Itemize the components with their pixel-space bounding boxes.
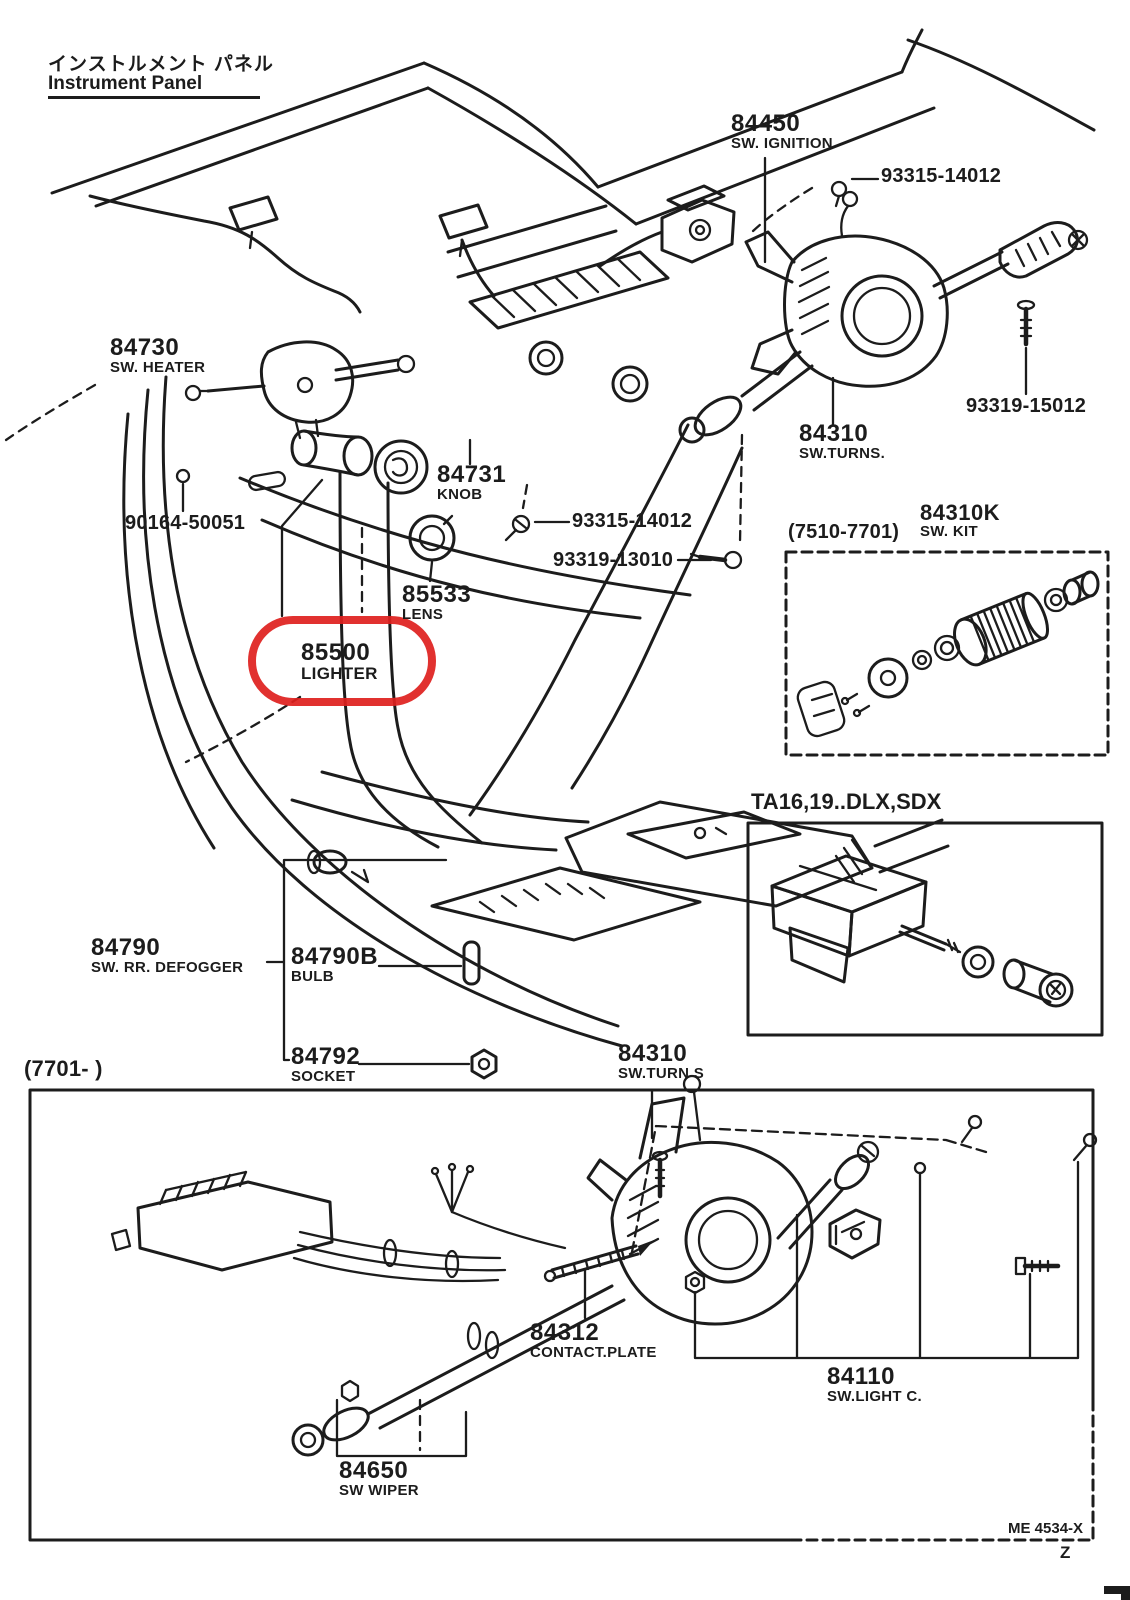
lighter-knob-lens-drawing [175,429,456,562]
label-switch-kit: 84310K SW. KIT [920,500,1001,541]
label-defogger-bulb: 84790B BULB [291,943,379,986]
part-desc-sw-kit: SW. KIT [920,523,978,541]
part-desc-socket: SOCKET [291,1068,356,1086]
part-desc-contact-plate: CONTACT.PLATE [530,1344,657,1362]
label-defogger-switch: 84790 SW. RR. DEFOGGER [91,934,244,977]
part-number-84310k: 84310K [920,500,1001,525]
part-number-84450: 84450 [731,110,801,137]
page-title-english: Instrument Panel [48,74,260,99]
late-model-box [28,1074,1098,1542]
label-ta-variant: TA16,19..DLX,SDX [751,789,942,814]
label-screw-93319-13010: 93319-13010 [553,549,674,571]
part-desc-knob: KNOB [437,486,483,504]
part-desc-sw-light-c: SW.LIGHT C. [827,1388,922,1406]
instrument-panel-outline [4,28,1096,1048]
label-screw-93315-mid: 93315-14012 [572,510,693,532]
label-wiper-switch: 84650 SW WIPER [339,1457,419,1500]
part-desc-bulb: BULB [291,968,334,986]
part-number-84310-late: 84310 [618,1040,688,1067]
part-number-84790b: 84790B [291,943,379,970]
label-lens: 85533 LENS [402,581,472,624]
label-screw-93319-15012: 93319-15012 [966,395,1087,417]
ignition-switch-drawing [598,184,736,268]
switch-kit-box [784,550,1110,757]
ta-variant-box [746,821,1104,1037]
page-title: インストルメント パネル Instrument Panel [48,55,274,99]
label-turn-switch-late: 84310 SW.TURN S [618,1040,705,1083]
part-desc-sw-heater: SW. HEATER [110,359,206,377]
label-bulb-90164: 90164-50051 [125,512,246,534]
drawing-code: ME 4534-X [1008,1520,1084,1537]
screw-drawings [504,180,1036,570]
part-desc-sw-turns: SW.TURNS. [799,445,886,463]
part-number-84310: 84310 [799,420,869,447]
zone-letter: Z [1060,1543,1071,1562]
part-desc-sw-turn-s: SW.TURN S [618,1065,705,1083]
part-number-84312: 84312 [530,1319,600,1346]
page-corner-mark [1104,1586,1130,1600]
label-turn-switch-main: 84310 SW.TURNS. [799,420,886,463]
part-desc-sw-wiper: SW WIPER [339,1482,419,1500]
label-light-control-switch: 84110 SW.LIGHT C. [827,1363,922,1406]
leader-lines [181,156,1080,1458]
page-title-japanese: インストルメント パネル [48,54,274,75]
part-number-84790: 84790 [91,934,161,961]
label-contact-plate: 84312 CONTACT.PLATE [530,1319,657,1362]
part-desc-sw-ignition: SW. IGNITION [731,135,833,153]
wiring-duct-drawing [468,250,670,330]
harness-cables-drawing [88,194,496,314]
label-screw-93315-top: 93315-14012 [881,165,1002,187]
label-kit-range: (7510-7701) [788,521,900,543]
label-ignition-switch: 84450 SW. IGNITION [731,110,833,153]
defogger-switch-drawing [306,800,874,1080]
part-desc-lens: LENS [402,606,444,624]
part-number-84731: 84731 [437,461,507,488]
part-desc-sw-rr-defogger: SW. RR. DEFOGGER [91,959,244,977]
part-number-84792: 84792 [291,1043,361,1070]
grommet-drawings [528,340,649,403]
label-socket: 84792 SOCKET [291,1043,361,1086]
label-lighter: 85500 LIGHTER [301,639,378,684]
turn-signal-switch-drawing [678,190,1089,444]
label-knob: 84731 KNOB [437,461,507,504]
label-heater-switch: 84730 SW. HEATER [110,334,206,377]
part-desc-lighter: LIGHTER [301,664,378,684]
part-number-84110: 84110 [827,1363,895,1390]
part-number-85533: 85533 [402,581,472,608]
heater-switch-drawing [184,340,416,440]
label-late-range: (7701- ) [24,1056,103,1081]
part-number-84650: 84650 [339,1457,409,1484]
part-number-84730: 84730 [110,334,180,361]
highlight-lighter-callout [248,616,436,706]
part-number-85500: 85500 [301,639,371,666]
